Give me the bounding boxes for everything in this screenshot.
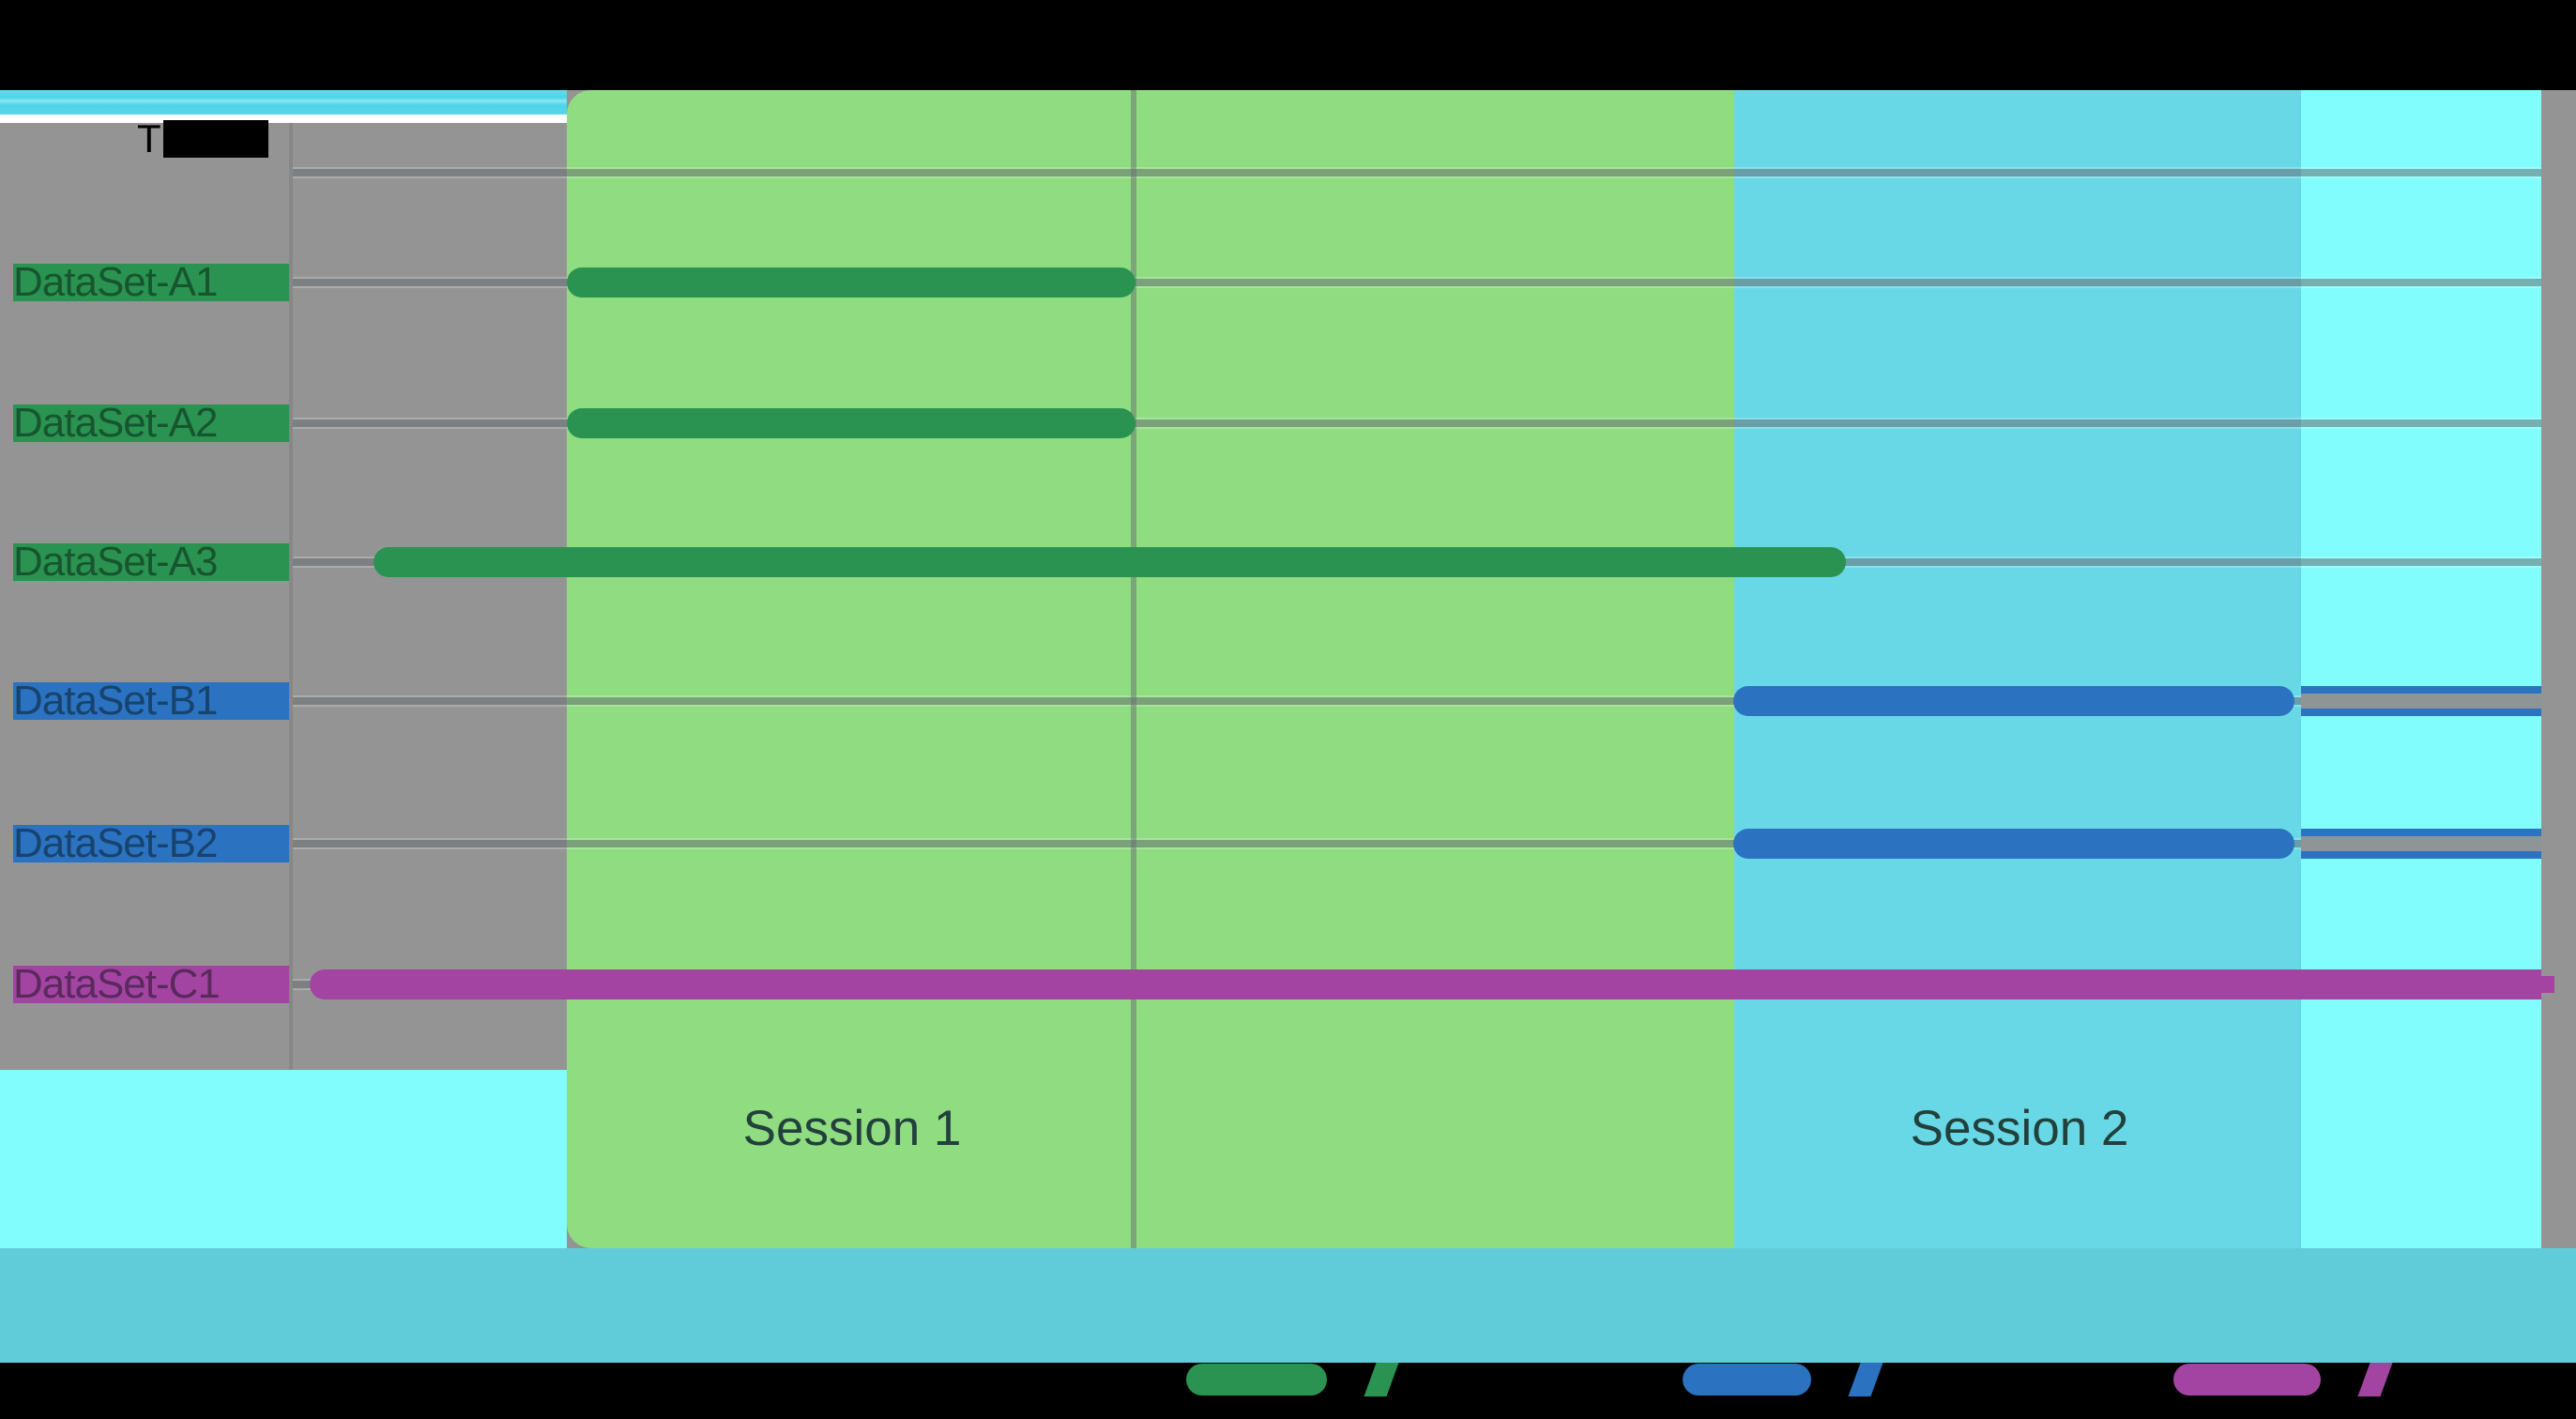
task-bar-clipped-extension	[2301, 829, 2541, 859]
legend-slash-remnant	[2357, 1363, 2393, 1396]
gridline	[293, 697, 2541, 705]
top-accent-strip	[0, 90, 567, 114]
session-2-label: Session 2	[1910, 1101, 2129, 1156]
gridline	[293, 169, 2541, 176]
task-bar-clipped-extension	[2301, 686, 2541, 716]
session-1-label: Session 1	[742, 1101, 962, 1156]
task-bar-end-nub	[2541, 976, 2554, 993]
row-label-dataset-a1: DataSet-A1	[13, 264, 289, 301]
task-bar	[373, 547, 1846, 577]
vertical-gridline	[1131, 90, 1136, 1248]
label-plot-divider	[289, 123, 293, 1070]
gridline	[293, 840, 2541, 847]
task-bar	[567, 408, 1136, 438]
top-letterbox	[0, 0, 2576, 90]
legend-swatch	[2173, 1364, 2321, 1396]
legend-slash-remnant	[1848, 1363, 1883, 1396]
lower-left-panel	[0, 1070, 567, 1248]
row-label-dataset-a3: DataSet-A3	[13, 543, 289, 581]
legend-swatch	[1683, 1364, 1811, 1396]
footer-band	[0, 1248, 2576, 1363]
legend-swatch	[1186, 1364, 1327, 1396]
chart-title-visible-text: T	[137, 116, 161, 160]
row-label-dataset-b2: DataSet-B2	[13, 825, 289, 862]
task-bar	[310, 969, 2541, 999]
row-label-dataset-c1: DataSet-C1	[13, 966, 289, 1003]
task-bar	[1733, 829, 2294, 859]
gridline	[293, 279, 2541, 286]
chart-title-redaction-box	[162, 120, 268, 158]
chart-title: T	[137, 116, 268, 160]
row-label-dataset-b1: DataSet-B1	[13, 682, 289, 720]
task-bar	[567, 267, 1136, 298]
gridline	[293, 420, 2541, 427]
white-rule	[0, 114, 567, 123]
task-bar	[1733, 686, 2294, 716]
row-label-dataset-a2: DataSet-A2	[13, 404, 289, 442]
legend-slash-remnant	[1364, 1363, 1399, 1396]
